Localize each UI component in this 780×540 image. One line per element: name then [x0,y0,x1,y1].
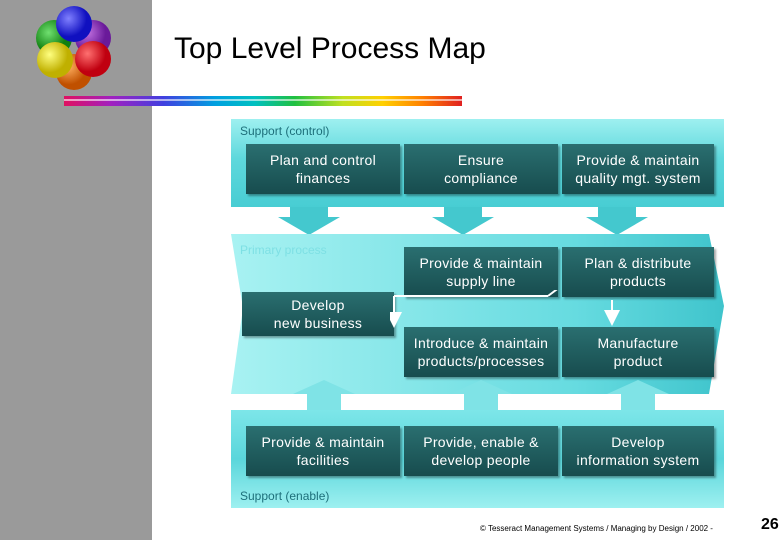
supply-line-box: Provide & maintain supply line [404,247,558,297]
manufacture-product-box: Manufacture product [562,327,714,377]
ensure-compliance-box: Ensure compliance [404,144,558,194]
develop-people-box: Provide, enable & develop people [404,426,558,476]
down-arrow-icon [586,207,648,235]
down-arrow-icon [278,207,340,235]
quality-mgt-system-box: Provide & maintain quality mgt. system [562,144,714,194]
maintain-facilities-box: Provide & maintain facilities [246,426,400,476]
sidebar-gray-bar [0,0,152,540]
develop-information-system-box: Develop information system [562,426,714,476]
up-arrow-icon [293,380,355,412]
primary-process-label: Primary process [240,243,327,257]
rainbow-divider [64,96,462,106]
page-number: 26 [761,516,779,533]
plan-control-finances-box: Plan and control finances [246,144,400,194]
support-enable-label: Support (enable) [240,489,330,503]
page-title: Top Level Process Map [174,32,486,65]
up-arrow-icon [450,380,512,412]
up-arrow-icon [607,380,669,412]
plan-distribute-products-box: Plan & distribute products [562,247,714,297]
color-spheres-logo-icon [36,6,111,90]
introduce-maintain-products-box: Introduce & maintain products/processes [404,327,558,377]
copyright-footer: © Tesseract Management Systems / Managin… [480,524,713,533]
support-control-label: Support (control) [240,124,330,138]
flow-connectors [390,290,620,328]
develop-new-business-box: Develop new business [242,292,394,336]
down-arrow-icon [432,207,494,235]
